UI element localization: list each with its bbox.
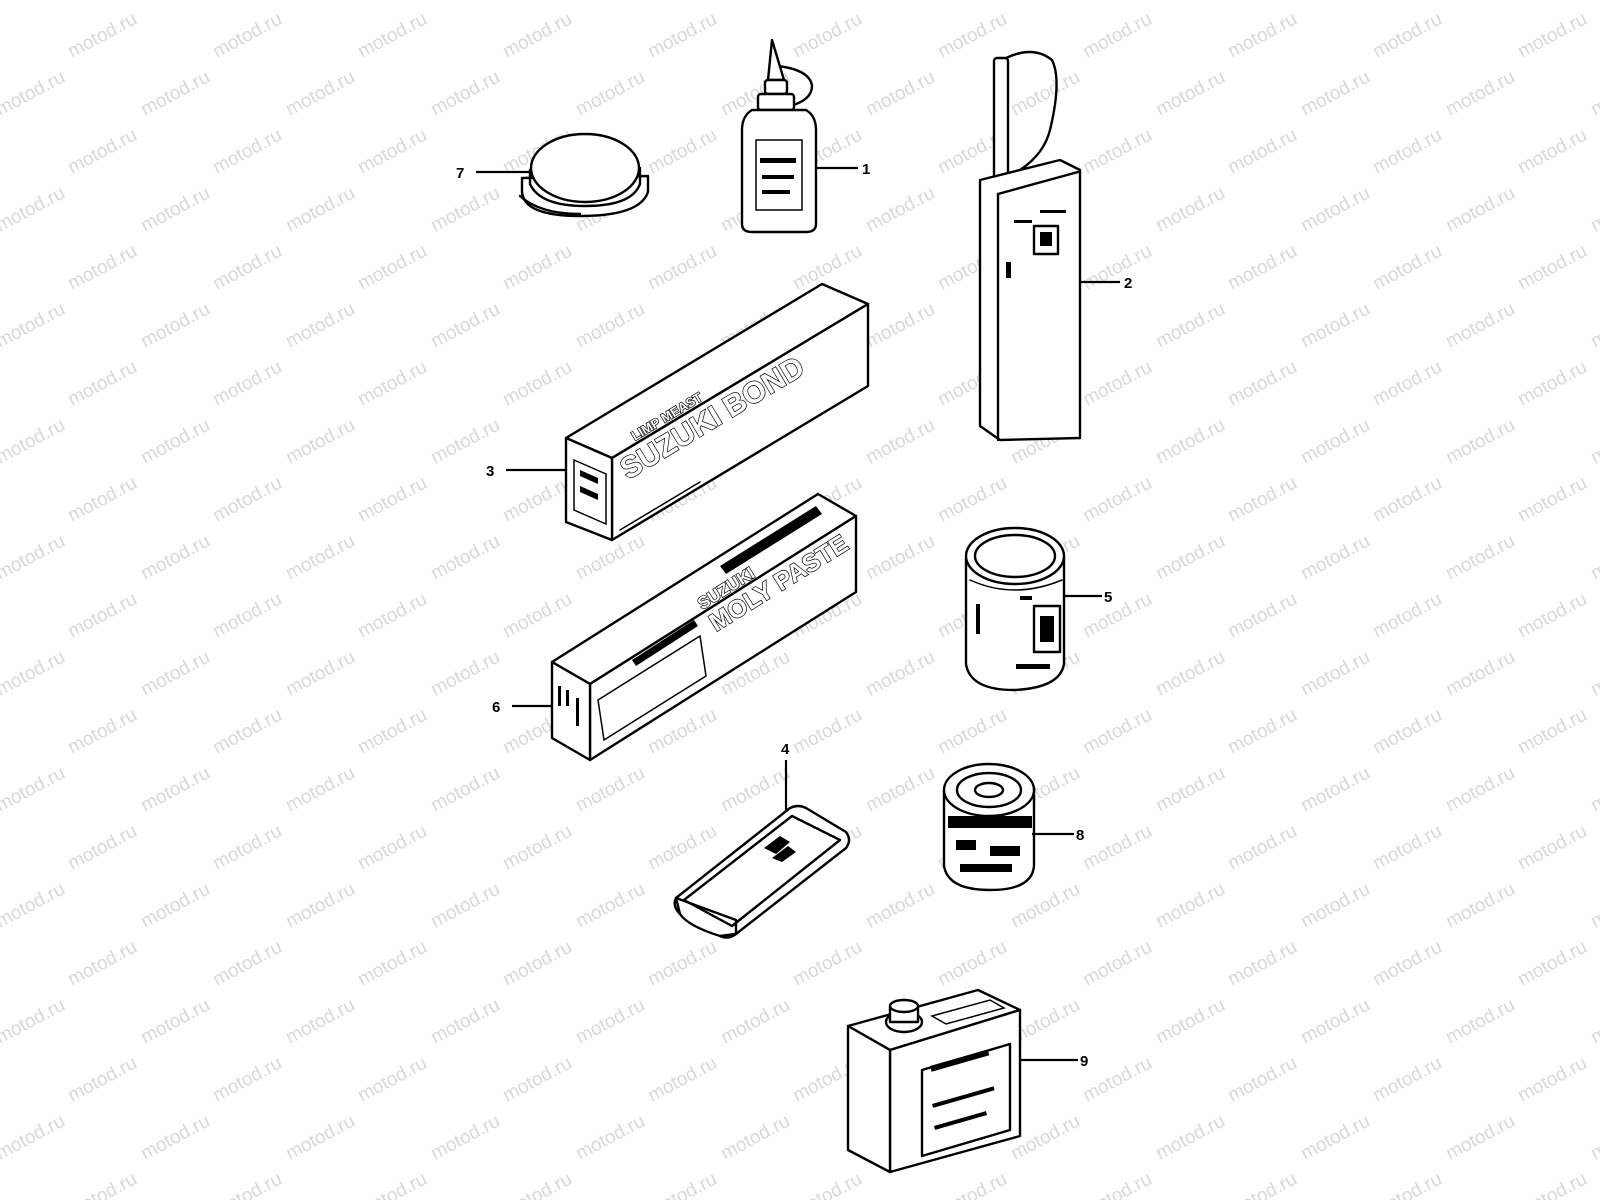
callout-8-number: 8 (1076, 827, 1084, 844)
callout-3-number: 3 (486, 463, 494, 480)
callout-2-number: 2 (1124, 275, 1132, 292)
tin-can-icon (964, 526, 1066, 692)
callout-6: 6 (492, 699, 552, 716)
grease-case-icon (673, 804, 851, 939)
callout-3: 3 (486, 463, 566, 480)
callout-5-number: 5 (1104, 589, 1112, 606)
callout-6-number: 6 (492, 699, 500, 716)
square-can-icon (846, 988, 1022, 1174)
callout-2: 2 (1080, 275, 1132, 292)
oil-can-with-spout-icon (978, 50, 1082, 442)
callout-1-number: 1 (862, 161, 870, 178)
callout-8: 8 (1032, 827, 1084, 844)
callout-4: 4 (781, 741, 790, 810)
callout-1: 1 (816, 161, 870, 178)
callout-7-number: 7 (456, 165, 464, 182)
callout-4-number: 4 (781, 741, 790, 758)
callout-9-number: 9 (1080, 1053, 1088, 1070)
grease-jar-icon (518, 132, 650, 218)
callout-5: 5 (1064, 589, 1112, 606)
callout-7: 7 (456, 165, 532, 182)
callout-9: 9 (1020, 1053, 1088, 1070)
squeeze-bottle-icon (740, 38, 818, 234)
small-tin-icon (942, 762, 1036, 892)
